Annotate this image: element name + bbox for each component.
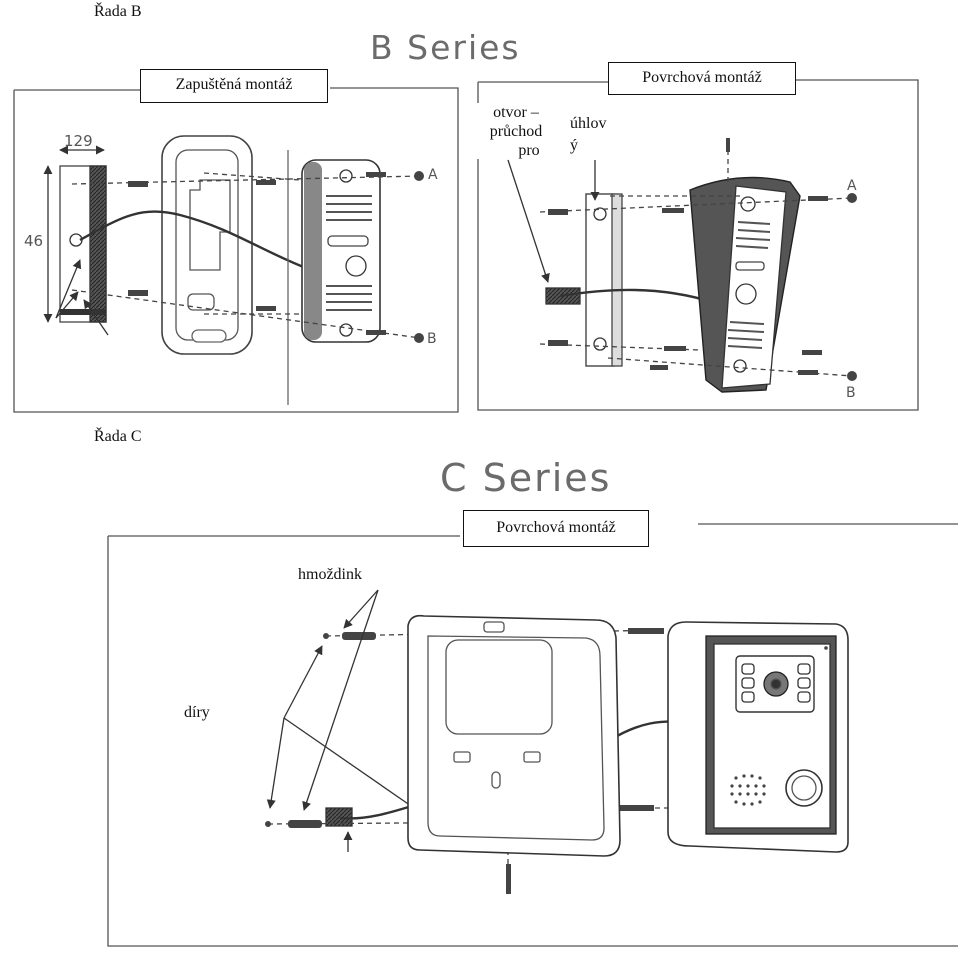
note-angle-line1: úhlov: [570, 115, 607, 132]
b-series-title: B Series: [370, 28, 521, 67]
marker-b-surface: B: [846, 385, 856, 401]
surface-mount-label-c: Povrchová montáž: [463, 510, 649, 547]
marker-b-flush: B: [427, 331, 437, 347]
note-hole-line1: otvor –: [493, 104, 539, 121]
surface-mount-panel-b: [477, 79, 919, 411]
section-b-heading: Řada B: [94, 3, 142, 20]
note-angle-line2: ý: [570, 137, 578, 154]
section-c-heading: Řada C: [94, 428, 142, 445]
flush-mount-label: Zapuštěná montáž: [140, 69, 328, 103]
marker-a-flush: A: [428, 167, 438, 183]
note-hole: otvor – průchod pro: [474, 103, 558, 159]
surface-mount-label-b: Povrchová montáž: [608, 62, 796, 95]
note-angle: úhlov ý: [570, 113, 606, 157]
note-dowels: hmoždink: [298, 566, 362, 583]
surface-mount-panel-c: [107, 523, 958, 947]
dimension-width: 129: [64, 132, 93, 150]
marker-a-surface: A: [847, 178, 857, 194]
flush-mount-panel: [13, 87, 459, 413]
note-hole-line2: průchod: [489, 123, 543, 140]
dimension-height: 46: [24, 232, 44, 250]
c-series-title: C Series: [440, 456, 612, 500]
note-hole-line3: pro: [518, 142, 540, 159]
note-holes: díry: [184, 704, 210, 721]
